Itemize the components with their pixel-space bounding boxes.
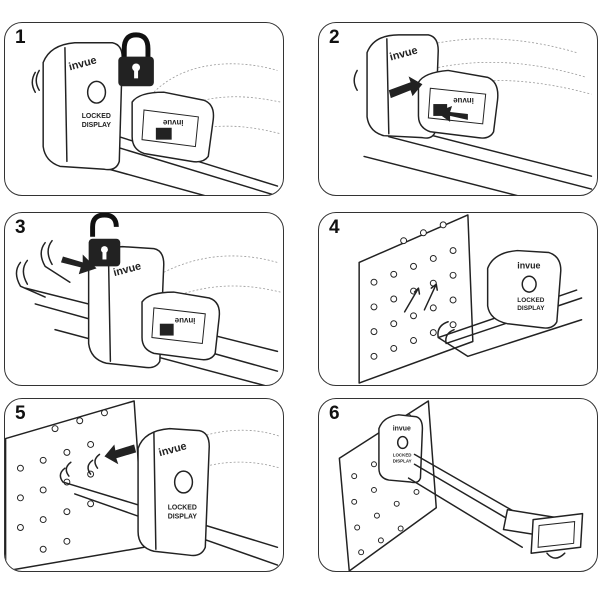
- release-button: [159, 323, 174, 336]
- key-slot: [86, 80, 107, 104]
- step-3-panel: 3 invue invue: [4, 212, 284, 386]
- hook-rod-top-edge: [388, 135, 593, 190]
- label-holder: [131, 91, 215, 163]
- lock-body-edge: [107, 251, 112, 363]
- hook-lower-rod: [437, 319, 583, 358]
- step-number: 4: [329, 217, 340, 238]
- push-arrow-icon: [60, 254, 97, 275]
- label-holder-window: [427, 87, 487, 125]
- step-1-panel: 1 invue LOCKED DISPLAY invue: [4, 22, 284, 196]
- pegboard-holes: [370, 221, 457, 360]
- padlock-unlocked-icon: [88, 213, 121, 267]
- step-5-illustration: invue LOCKED DISPLAY: [5, 400, 281, 571]
- locked-label: LOCKED: [517, 297, 544, 304]
- hook-rod: [59, 461, 279, 549]
- step-number: 1: [15, 27, 26, 48]
- push-arrow-icon: [104, 444, 137, 465]
- step-number: 2: [329, 27, 340, 48]
- hand-sketch: [153, 63, 281, 135]
- release-button: [155, 127, 172, 140]
- hook-tip: [87, 453, 101, 475]
- step-4-panel: 4 invue LOCKED DISPLAY: [318, 212, 598, 386]
- label-holder-brand: invue: [162, 118, 183, 127]
- key-slot: [521, 275, 537, 293]
- step-6-illustration: invue LOCKED DISPLAY: [338, 400, 584, 571]
- key-slot: [173, 470, 194, 494]
- step-number: 6: [329, 403, 340, 424]
- release-button: [433, 104, 448, 116]
- hook-tip-2: [40, 239, 71, 283]
- press-arrows-icon: [388, 76, 468, 122]
- hand-sketch: [163, 255, 281, 298]
- step-2-illustration: invue invue: [353, 34, 593, 195]
- step-1-illustration: invue LOCKED DISPLAY invue: [31, 32, 281, 195]
- label-holder-foot: [546, 552, 566, 559]
- step-3-illustration: invue invue: [15, 213, 281, 385]
- key-slot: [396, 435, 409, 450]
- locked-label: LOCKED: [168, 505, 197, 512]
- label-holder: [417, 69, 499, 139]
- brand-logo: invue: [393, 426, 411, 433]
- arrow-left-icon: [436, 106, 468, 122]
- label-holder-brand: invue: [453, 96, 474, 105]
- display-label: DISPLAY: [393, 458, 412, 463]
- display-label: DISPLAY: [517, 305, 545, 312]
- hook-lower-rod: [407, 477, 523, 549]
- step-2-panel: 2 invue invue: [318, 22, 598, 196]
- hook-rod-bottom: [363, 155, 518, 195]
- lock-body-edge: [386, 38, 390, 135]
- label-holder-window: [141, 109, 199, 148]
- step-5-panel: 5 invue LOCKED DISPLAY: [4, 398, 284, 572]
- label-holder-brand: invue: [174, 316, 195, 325]
- insert-arrow-2-icon: [423, 283, 438, 311]
- peg-end: [31, 69, 40, 93]
- step-6-panel: 6 invue LOCKED DISPLAY: [318, 398, 598, 572]
- lock-body-edge: [64, 46, 68, 163]
- peg-end: [353, 69, 358, 91]
- price-label-window: [537, 521, 576, 548]
- arrow-right-icon: [388, 76, 423, 99]
- step-number: 5: [15, 403, 26, 424]
- locked-label: LOCKED: [393, 452, 413, 457]
- display-label: DISPLAY: [82, 122, 112, 129]
- brand-logo: invue: [517, 260, 540, 270]
- locked-label: LOCKED: [82, 113, 111, 120]
- padlock-locked-icon: [118, 32, 154, 87]
- pegboard-holes: [16, 409, 108, 553]
- step-number: 3: [15, 217, 26, 238]
- lock-body: [42, 42, 123, 171]
- label-holder-window: [151, 307, 206, 345]
- insert-arrow-1-icon: [403, 287, 421, 313]
- label-holder: [141, 291, 221, 361]
- lock-body-edge: [153, 431, 157, 550]
- hook-tip-1: [15, 259, 46, 298]
- display-label: DISPLAY: [168, 514, 198, 521]
- step-4-illustration: invue LOCKED DISPLAY: [358, 214, 583, 384]
